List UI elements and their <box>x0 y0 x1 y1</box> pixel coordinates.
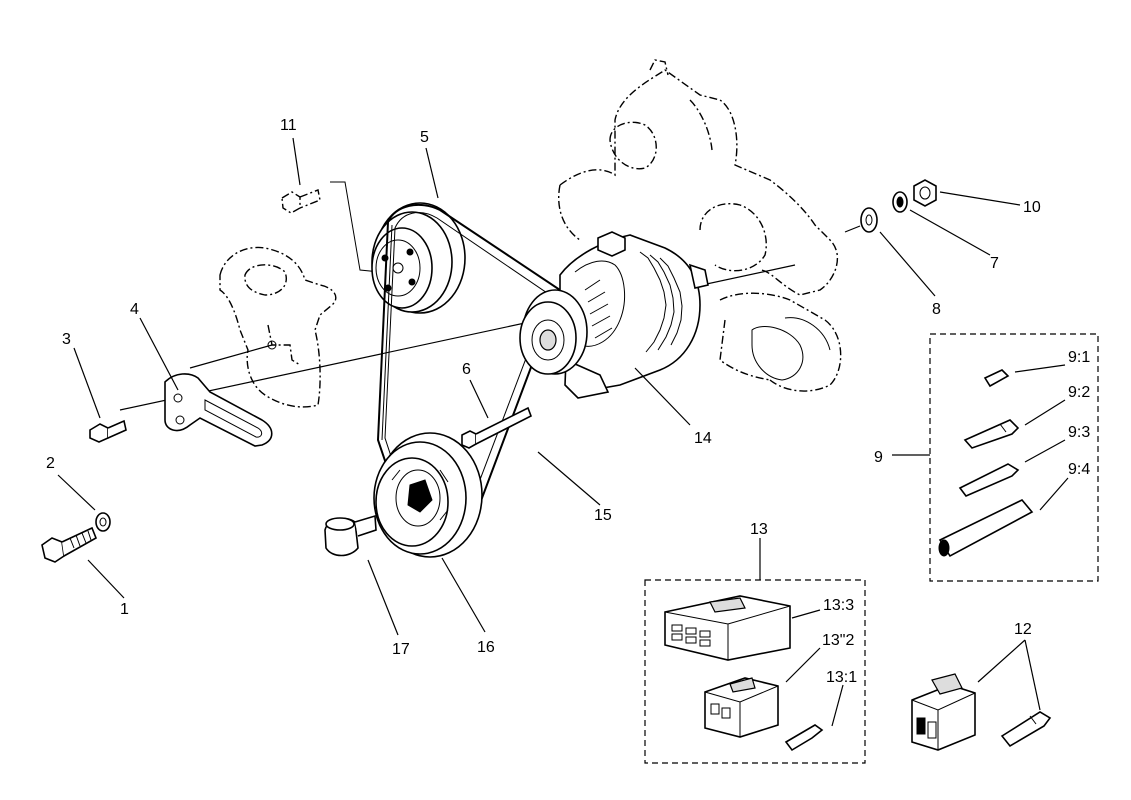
kit-9-box <box>929 333 1099 582</box>
pulley-part-16 <box>373 432 483 558</box>
callout-14: 14 <box>694 430 712 447</box>
callout-7: 7 <box>990 255 999 272</box>
part-9-3 <box>958 463 1020 497</box>
callout-16: 16 <box>477 639 495 656</box>
callout-5: 5 <box>420 129 429 146</box>
terminal-part-13-1 <box>784 724 824 752</box>
stud-axis-line <box>844 225 861 233</box>
bracket-axis-line <box>189 344 273 369</box>
part-9-2 <box>963 419 1020 449</box>
callout-9-1: 9:1 <box>1068 349 1090 366</box>
callout-4: 4 <box>130 301 139 318</box>
bolt-part-6 <box>461 406 533 449</box>
callout-11: 11 <box>280 117 297 134</box>
kit-13-box <box>644 579 866 764</box>
connector-part-13-3 <box>664 595 791 661</box>
connector-part-13-2 <box>704 677 779 738</box>
callout-9-4: 9:4 <box>1068 461 1090 478</box>
callout-13-1: 13:1 <box>826 669 857 686</box>
callout-6: 6 <box>462 361 471 378</box>
washer-part-8 <box>860 207 878 233</box>
callout-9-3: 9:3 <box>1068 424 1090 441</box>
connector-part-12 <box>911 673 976 751</box>
callout-15: 15 <box>594 507 612 524</box>
washer-part-2 <box>95 512 111 532</box>
bolt-part-11 <box>281 181 381 273</box>
callout-13-2: 13"2 <box>822 632 854 649</box>
engine-block-outline <box>558 59 842 392</box>
callout-8: 8 <box>932 301 941 318</box>
callout-10: 10 <box>1023 199 1041 216</box>
part-9-4 <box>938 499 1034 558</box>
callout-1: 1 <box>120 601 129 618</box>
pulley-part-5 <box>371 202 466 314</box>
callout-9: 9 <box>874 449 883 466</box>
callout-9-2: 9:2 <box>1068 384 1090 401</box>
callout-12: 12 <box>1014 621 1032 638</box>
nut-part-10 <box>913 179 937 207</box>
bolt-part-1 <box>41 526 98 563</box>
bolt-part-3 <box>89 419 127 443</box>
alternator-part-14 <box>519 231 709 399</box>
bolt-part-17 <box>324 514 377 557</box>
bracket-part-4 <box>164 373 273 447</box>
callout-3: 3 <box>62 331 71 348</box>
terminal-part-12 <box>1000 711 1052 748</box>
callout-13: 13 <box>750 521 768 538</box>
callout-17: 17 <box>392 641 410 658</box>
callout-2: 2 <box>46 455 55 472</box>
pump-housing-outline <box>219 246 337 408</box>
leader-lines <box>57 137 1069 727</box>
lock-washer-part-7 <box>892 191 908 213</box>
callout-13-3: 13:3 <box>823 597 854 614</box>
part-9-1 <box>983 369 1010 388</box>
